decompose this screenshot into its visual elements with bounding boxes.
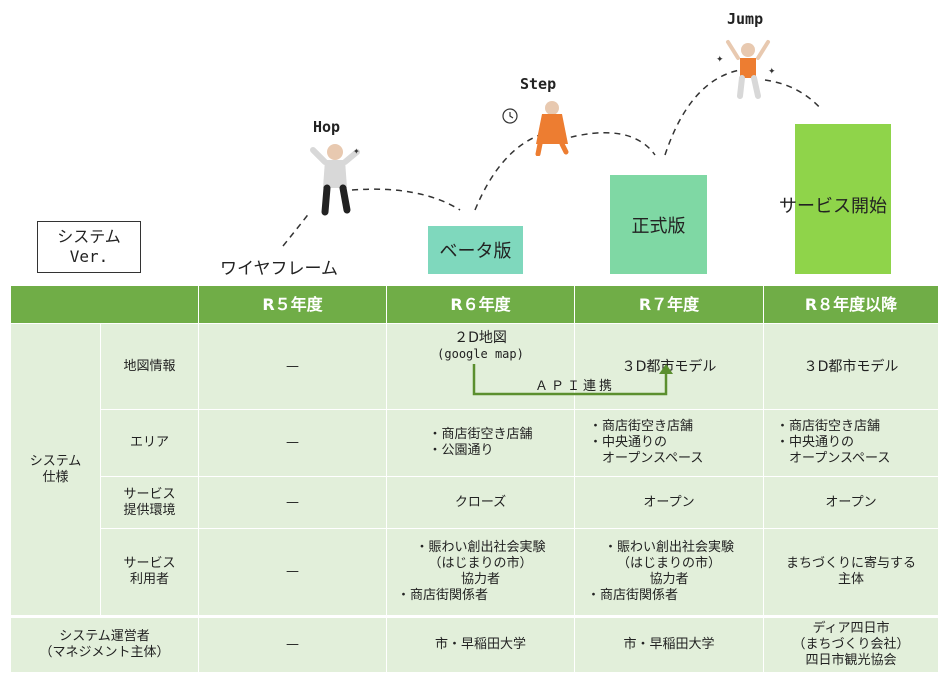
wireframe-label: ワイヤフレーム	[220, 259, 338, 279]
row-label-map: 地図情報	[100, 323, 199, 410]
header-r6: R６年度	[386, 285, 575, 324]
cell-operator-r8: ディア四日市 （まちづくり会社） 四日市観光協会	[763, 615, 939, 673]
service-env-line2: 提供環境	[123, 502, 176, 518]
launch-box: サービス開始	[779, 124, 891, 274]
group-label-line2: 仕様	[42, 469, 69, 485]
cell-area-r8: ・商店街空き店舗 ・中央通りの オープンスペース	[763, 409, 939, 477]
row-label-service-env: サービス 提供環境	[100, 476, 199, 529]
cell-users-r8: まちづくりに寄与する 主体	[763, 528, 939, 617]
hop-label: Hop	[313, 118, 341, 136]
users-r6-line: ・商店街関係者	[397, 588, 489, 603]
area-r6-line: ・公園通り	[428, 443, 494, 458]
area-r7-line: オープンスペース	[589, 451, 704, 466]
table-row: システム運営者 （マネジメント主体） — 市・早稲田大学 市・早稲田大学 ディア…	[10, 615, 939, 673]
operator-line2: （マネジメント主体）	[39, 645, 170, 660]
cell-env-r6: クローズ	[386, 476, 575, 529]
svg-text:✦: ✦	[716, 55, 724, 65]
header-blank	[10, 285, 199, 324]
cell-operator-r7: 市・早稲田大学	[574, 615, 764, 673]
api-link-label: ＡＰＩ連携	[535, 379, 616, 394]
cell-area-r5: —	[198, 409, 387, 477]
cell-area-r6: ・商店街空き店舗 ・公園通り	[386, 409, 575, 477]
area-r7-line: ・商店街空き店舗	[589, 419, 694, 434]
area-r7-line: ・中央通りの	[589, 435, 668, 450]
table-header-row: R５年度 R６年度 R７年度 R８年度以降	[10, 285, 939, 324]
cell-operator-r6: 市・早稲田大学	[386, 615, 575, 673]
users-r7-line: ・賑わい創出社会実験	[603, 540, 734, 555]
service-users-line2: 利用者	[129, 572, 169, 587]
users-r6-line: 協力者	[460, 572, 500, 587]
operator-r8-line: （まちづくり会社）	[792, 637, 910, 652]
row-label-service-users: サービス 利用者	[100, 528, 199, 617]
users-r7-line: 協力者	[649, 572, 689, 587]
svg-text:✦: ✦	[768, 67, 776, 77]
cell-users-r5: —	[198, 528, 387, 617]
table-row: システム 仕様 地図情報 — ２D地図 (google map) ３D都市モデル…	[10, 323, 939, 617]
step-label: Step	[520, 75, 557, 93]
jump-figure-illustration: ✦ ✦	[716, 40, 776, 99]
jump-label: Jump	[727, 10, 764, 28]
step-figure-illustration	[502, 101, 569, 156]
service-env-line1: サービス	[123, 486, 176, 502]
users-r8-line: 主体	[837, 572, 864, 587]
system-version-box: システム Ver.	[37, 221, 141, 273]
header-r8: R８年度以降	[763, 285, 939, 324]
area-r8-line: ・中央通りの	[776, 435, 855, 450]
beta-box: ベータ版	[428, 226, 523, 274]
header-r5: R５年度	[198, 285, 387, 324]
service-users-line1: サービス	[123, 556, 176, 571]
cell-users-r7: ・賑わい創出社会実験 （はじまりの市） 協力者 ・商店街関係者	[574, 528, 764, 617]
users-r7-line: （はじまりの市）	[616, 556, 721, 571]
launch-label: サービス開始	[779, 196, 887, 217]
area-r6-line: ・商店街空き店舗	[428, 427, 533, 442]
map-r6-line2: (google map)	[437, 347, 524, 361]
api-link-arrow	[472, 364, 673, 396]
row-label-area: エリア	[100, 409, 199, 477]
operator-r8-line: ディア四日市	[812, 621, 890, 636]
table-row: エリア — ・商店街空き店舗 ・公園通り ・商店街空き店舗 ・中央通りの オープ…	[11, 409, 939, 477]
operator-line1: システム運営者	[59, 629, 150, 644]
hop-figure-illustration: ✦	[310, 144, 360, 216]
map-r6-line1: ２D地図	[454, 330, 507, 346]
official-box: 正式版	[610, 175, 707, 274]
area-r8-line: オープンスペース	[776, 451, 891, 466]
system-box-line2: Ver.	[69, 247, 109, 266]
header-r7: R７年度	[574, 285, 764, 324]
cell-users-r6: ・賑わい創出社会実験 （はじまりの市） 協力者 ・商店街関係者	[386, 528, 575, 617]
table-row: サービス 利用者 — ・賑わい創出社会実験 （はじまりの市） 協力者 ・商店街関…	[11, 528, 939, 617]
plan-table: R５年度 R６年度 R７年度 R８年度以降 システム 仕様 地図情報 — ２D地…	[10, 285, 939, 673]
cell-map-r8: ３D都市モデル	[763, 323, 939, 410]
trajectory-path	[282, 69, 823, 247]
users-r8-line: まちづくりに寄与する	[785, 556, 916, 571]
users-r6-line: ・賑わい創出社会実験	[415, 540, 546, 555]
cell-map-r7: ３D都市モデル	[574, 323, 764, 410]
system-box-line1: システム	[57, 227, 121, 246]
row-label-operator: システム運営者 （マネジメント主体）	[10, 615, 199, 673]
cell-env-r8: オープン	[763, 476, 939, 529]
group-label-line1: システム	[29, 453, 82, 469]
cell-env-r5: —	[198, 476, 387, 529]
users-r6-line: （はじまりの市）	[428, 556, 533, 571]
table-row: サービス 提供環境 — クローズ オープン オープン	[11, 476, 939, 529]
cell-area-r7: ・商店街空き店舗 ・中央通りの オープンスペース	[574, 409, 764, 477]
area-r8-line: ・商店街空き店舗	[776, 419, 881, 434]
cell-map-r5: —	[198, 323, 387, 410]
cell-operator-r5: —	[198, 615, 387, 673]
users-r7-line: ・商店街関係者	[587, 588, 679, 603]
cell-env-r7: オープン	[574, 476, 764, 529]
operator-r8-line: 四日市観光協会	[805, 653, 897, 668]
group-label-system-spec: システム 仕様	[10, 323, 101, 617]
svg-text:✦: ✦	[353, 147, 360, 156]
